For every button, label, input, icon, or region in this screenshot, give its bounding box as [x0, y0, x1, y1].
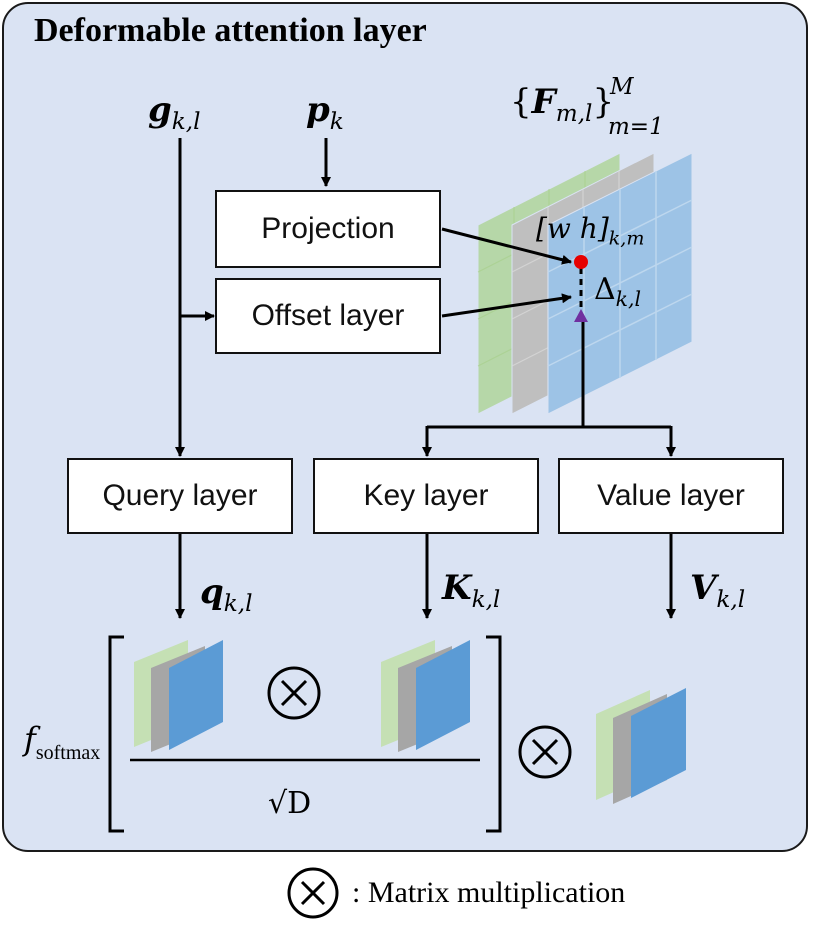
offset-layer-label: Offset layer	[251, 299, 405, 332]
key-layer-box: Key layer	[313, 458, 539, 534]
reference-coords-label: [w h]k,m	[536, 212, 645, 250]
feature-set-label: {Fm,l}	[510, 82, 615, 128]
k-kl-label: Kk,l	[442, 568, 501, 614]
circled-times-icon	[287, 867, 339, 919]
v-matrix-stack	[596, 688, 686, 804]
softmax-label: fsoftmax	[24, 720, 101, 764]
value-layer-label: Value layer	[597, 479, 745, 512]
p-k-label: pk	[306, 90, 344, 136]
legend-label: : Matrix multiplication	[352, 876, 626, 909]
v-kl-label: Vk,l	[690, 568, 746, 614]
offset-to-sample-arrow	[441, 293, 572, 318]
matmul-qk-icon	[267, 666, 321, 720]
query-layer-label: Query layer	[102, 479, 258, 512]
value-layer-box: Value layer	[558, 458, 784, 534]
query-layer-box: Query layer	[67, 458, 293, 534]
reference-point	[574, 255, 588, 269]
feature-maps-stack	[477, 152, 693, 415]
projection-to-reference-arrow	[441, 227, 572, 265]
right-bracket	[486, 635, 502, 833]
left-bracket	[108, 635, 124, 833]
projection-box: Projection	[215, 190, 441, 268]
diagram-title: Deformable attention layer	[34, 12, 427, 49]
g-kl-label: gk,l	[148, 90, 201, 136]
offset-layer-box: Offset layer	[215, 278, 441, 354]
key-layer-label: Key layer	[363, 479, 489, 512]
delta-label: Δk,l	[594, 272, 642, 312]
feature-set-sup: M	[610, 74, 634, 100]
legend: : Matrix multiplication	[286, 866, 625, 920]
sampling-point	[574, 309, 588, 322]
projection-label: Projection	[261, 212, 395, 245]
q-kl-label: qk,l	[200, 572, 253, 618]
k-matrix-stack	[381, 640, 470, 752]
sqrt-d-label: √D	[268, 786, 312, 821]
q-matrix-stack	[134, 640, 223, 752]
feature-set-range: m=1	[608, 114, 664, 140]
matmul-v-icon	[518, 725, 572, 779]
